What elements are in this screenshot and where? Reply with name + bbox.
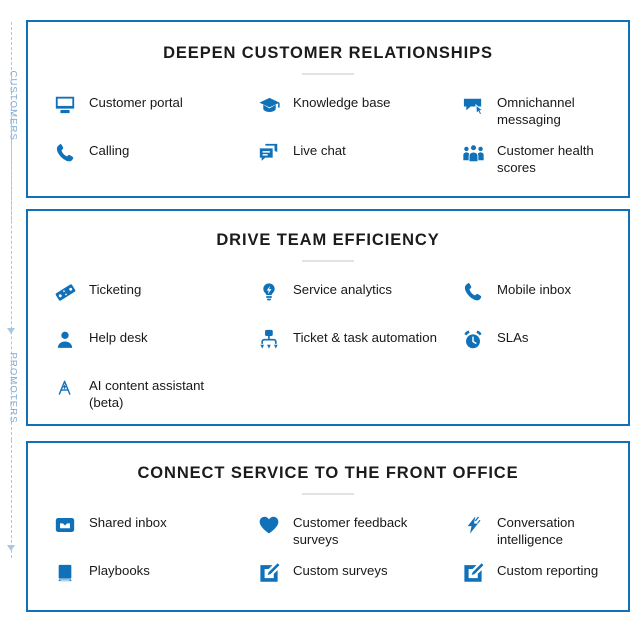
ticket-icon [50,279,80,305]
feature-label: Calling [89,143,130,158]
pencil-square-icon [458,560,488,586]
book-icon [50,560,80,586]
feature-label: Customer health scores [497,143,594,175]
feature-item[interactable]: Help desk [50,324,254,372]
title-divider [302,260,354,262]
feature-label: Custom surveys [293,563,388,578]
feature-item[interactable]: Live chat [254,137,458,185]
feature-item[interactable]: Customer portal [50,89,254,137]
feature-label: Ticket & task automation [293,330,437,345]
rail-label-customers: CUSTOMERS [7,70,19,141]
lightning-icon [458,512,488,538]
feature-label: Mobile inbox [497,282,572,297]
feature-label: Ticketing [89,282,142,297]
rail-segment-lower [0,440,26,558]
rail-arrow-down-2 [7,545,15,551]
feature-item[interactable]: Playbooks [50,557,254,605]
alarm-clock-icon [458,327,488,353]
section-title: DEEPEN CUSTOMER RELATIONSHIPS [163,44,493,62]
chat-cursor-icon [458,92,488,118]
lightbulb-icon [254,279,284,305]
feature-label: Customer feedback surveys [293,515,408,547]
rail-segment-promoters: PROMOTERS [0,120,26,440]
feature-item[interactable]: Conversation intelligence [458,509,632,557]
feature-item[interactable]: Knowledge base [254,89,458,137]
feature-item[interactable]: Customer feedback surveys [254,509,458,557]
feature-item[interactable]: Service analytics [254,276,458,324]
feature-item[interactable]: Shared inbox [50,509,254,557]
person-icon [50,327,80,353]
feature-item[interactable]: Custom surveys [254,557,458,605]
feature-item[interactable]: Custom reporting [458,557,632,605]
section-card-drive-team-efficiency: DRIVE TEAM EFFICIENCY Ticketing [26,209,630,426]
feature-item[interactable]: SLAs [458,324,632,372]
title-divider [302,493,354,495]
feature-item[interactable]: Ticket & task automation [254,324,458,372]
feature-label: SLAs [497,330,529,345]
feature-grid: Shared inbox Customer feedback surveys C… [28,509,628,605]
speech-bubbles-icon [254,140,284,166]
monitor-icon [50,92,80,118]
left-rail: CUSTOMERS PROMOTERS [0,0,26,636]
graduation-cap-icon [254,92,284,118]
feature-label: Knowledge base [293,95,391,110]
feature-label: Shared inbox [89,515,167,530]
feature-label: Customer portal [89,95,183,110]
feature-grid: Ticketing Service analytics Mobile inbox [28,276,628,420]
feature-item[interactable]: Mobile inbox [458,276,632,324]
section-card-deepen-customer-relationships: DEEPEN CUSTOMER RELATIONSHIPS Customer p… [26,20,630,198]
feature-label: Omnichannel messaging [497,95,575,127]
rail-label-promoters: PROMOTERS [7,352,19,424]
phone-icon [458,279,488,305]
feature-item[interactable]: Calling [50,137,254,185]
title-divider [302,73,354,75]
feature-label: Custom reporting [497,563,599,578]
workflow-icon [254,327,284,353]
feature-label: Service analytics [293,282,392,297]
section-card-connect-service-to-the-front-office: CONNECT SERVICE TO THE FRONT OFFICE Shar… [26,441,630,612]
people-group-icon [458,140,488,166]
rail-dashed-line [11,440,12,558]
phone-icon [50,140,80,166]
feature-item[interactable]: Ticketing [50,276,254,324]
feature-item[interactable]: Customer health scores [458,137,632,185]
feature-label: Conversation intelligence [497,515,575,547]
feature-label: AI content assistant (beta) [89,378,205,410]
feature-item[interactable]: AI content assistant (beta) [50,372,254,420]
heart-icon [254,512,284,538]
feature-label: Playbooks [89,563,150,578]
feature-label: Help desk [89,330,148,345]
pencil-square-icon [254,560,284,586]
inbox-icon [50,512,80,538]
sparkle-a-icon [50,375,80,401]
section-title: CONNECT SERVICE TO THE FRONT OFFICE [137,464,519,482]
section-title: DRIVE TEAM EFFICIENCY [216,231,440,249]
rail-dashed-line [11,120,12,440]
feature-grid: Customer portal Knowledge base Omnichann… [28,89,628,185]
feature-item[interactable]: Omnichannel messaging [458,89,632,137]
feature-label: Live chat [293,143,346,158]
